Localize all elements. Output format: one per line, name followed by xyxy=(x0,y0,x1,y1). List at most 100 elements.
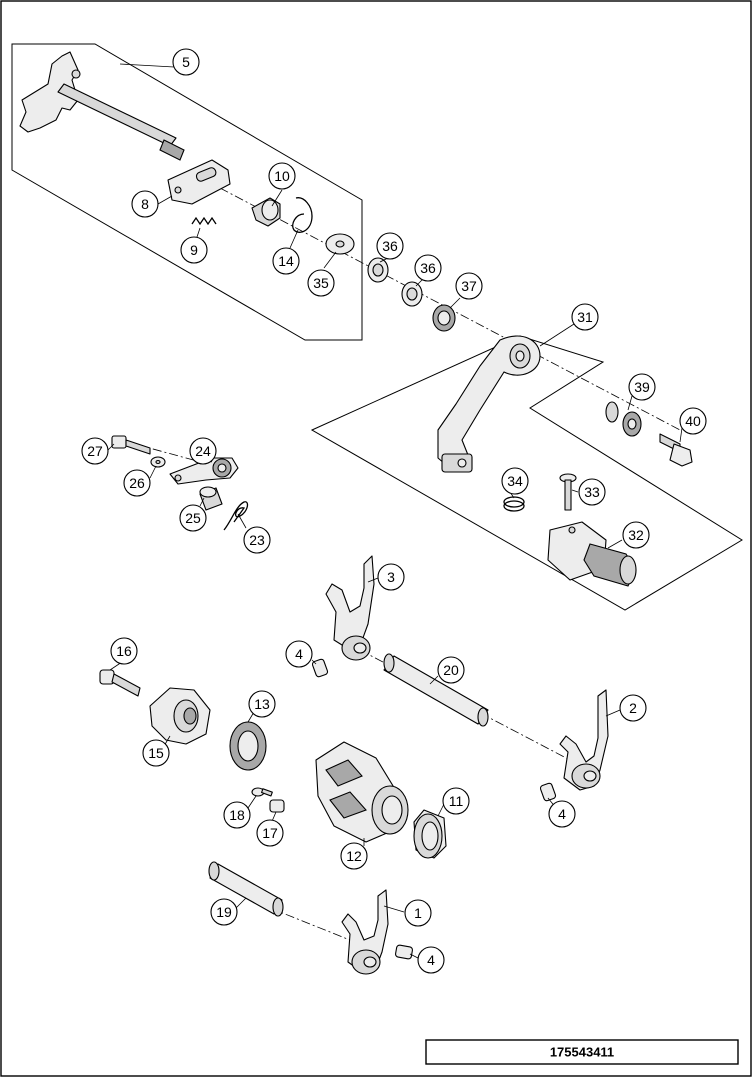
spring-clip-icon xyxy=(292,197,313,233)
callout: 26 xyxy=(123,469,151,497)
svg-text:5: 5 xyxy=(182,54,190,70)
svg-text:19: 19 xyxy=(216,904,232,920)
toothed-washer-icon xyxy=(605,401,642,437)
needle-bearing-icon xyxy=(367,257,389,283)
svg-text:40: 40 xyxy=(685,413,701,429)
svg-text:39: 39 xyxy=(634,379,650,395)
svg-text:8: 8 xyxy=(141,196,149,212)
svg-text:4: 4 xyxy=(295,646,303,662)
svg-text:20: 20 xyxy=(443,662,459,678)
callout: 4 xyxy=(285,640,313,668)
callout: 2 xyxy=(619,694,647,722)
shift-drum-icon xyxy=(315,741,409,843)
svg-text:2: 2 xyxy=(629,700,637,716)
callout: 25 xyxy=(179,504,207,532)
callout: 17 xyxy=(256,819,284,847)
bolt-icon xyxy=(111,435,151,455)
shift-pedal-icon xyxy=(547,521,637,587)
svg-text:36: 36 xyxy=(420,260,436,276)
svg-text:31: 31 xyxy=(577,309,593,325)
callout: 14 xyxy=(272,247,300,275)
group-box-shift-lever xyxy=(310,335,743,611)
svg-text:11: 11 xyxy=(449,793,464,809)
svg-text:1: 1 xyxy=(414,905,422,921)
svg-text:10: 10 xyxy=(274,168,290,184)
svg-text:18: 18 xyxy=(229,807,245,823)
callout: 16 xyxy=(110,637,138,665)
svg-text:9: 9 xyxy=(190,242,198,258)
pin-icon xyxy=(539,782,557,802)
svg-text:26: 26 xyxy=(129,475,145,491)
callout: 31 xyxy=(571,303,599,331)
svg-text:24: 24 xyxy=(195,443,211,459)
svg-text:33: 33 xyxy=(584,484,600,500)
callout: 36 xyxy=(414,254,442,282)
pin-icon xyxy=(311,658,329,678)
svg-text:16: 16 xyxy=(116,643,132,659)
fork-rod-icon xyxy=(208,861,284,917)
washer-icon xyxy=(325,233,355,255)
svg-text:15: 15 xyxy=(148,745,164,761)
callout: 12 xyxy=(340,842,368,870)
callout: 3 xyxy=(377,563,405,591)
pin-icon xyxy=(395,944,413,960)
svg-text:4: 4 xyxy=(558,806,566,822)
callout: 32 xyxy=(622,521,650,549)
bushing-icon xyxy=(199,486,223,511)
shift-shaft-icon xyxy=(19,51,185,161)
callout: 18 xyxy=(223,801,251,829)
pin-icon xyxy=(559,473,577,511)
svg-text:17: 17 xyxy=(262,825,278,841)
bolt-icon xyxy=(659,433,693,467)
svg-text:32: 32 xyxy=(628,527,644,543)
seal-ring-icon xyxy=(229,721,267,771)
group-box-shift-shaft xyxy=(11,43,363,341)
document-number-box xyxy=(425,1039,739,1065)
callout: 11 xyxy=(442,787,470,815)
bolt-icon xyxy=(99,669,141,697)
pin-icon xyxy=(251,787,273,797)
shift-fork-icon xyxy=(341,889,389,975)
axis-line-fork-1 xyxy=(269,907,351,941)
callout: 10 xyxy=(268,162,296,190)
callout: 13 xyxy=(248,690,276,718)
svg-text:3: 3 xyxy=(387,569,395,585)
fork-rod-icon xyxy=(383,653,489,727)
shift-fork-icon xyxy=(559,689,609,791)
svg-text:34: 34 xyxy=(507,473,523,489)
callout: 34 xyxy=(501,467,529,495)
svg-text:25: 25 xyxy=(185,510,201,526)
callout: 33 xyxy=(578,478,606,506)
bearing-ring-icon xyxy=(413,809,447,859)
svg-text:14: 14 xyxy=(278,253,294,269)
svg-text:23: 23 xyxy=(249,532,265,548)
callout: 27 xyxy=(81,437,109,465)
svg-text:35: 35 xyxy=(313,275,329,291)
callout: 15 xyxy=(142,739,170,767)
svg-text:37: 37 xyxy=(461,278,477,294)
callout: 9 xyxy=(180,236,208,264)
document-number: 175543411 xyxy=(550,1045,614,1060)
callout: 19 xyxy=(210,898,238,926)
spring-icon xyxy=(223,501,249,531)
callout: 4 xyxy=(417,946,445,974)
shift-drum-locating-icon xyxy=(149,687,211,745)
svg-text:4: 4 xyxy=(427,952,435,968)
callout: 24 xyxy=(189,437,217,465)
svg-text:13: 13 xyxy=(254,696,270,712)
callout: 37 xyxy=(455,272,483,300)
callout: 5 xyxy=(172,48,200,76)
callout: 4 xyxy=(548,800,576,828)
washer-icon xyxy=(150,456,166,468)
seal-ring-icon xyxy=(432,304,456,332)
screw-icon xyxy=(269,799,285,813)
spring-icon xyxy=(191,216,217,226)
shift-lever-icon xyxy=(437,335,541,473)
callout: 35 xyxy=(307,269,335,297)
circlip-icon xyxy=(503,496,525,512)
callout: 1 xyxy=(404,899,432,927)
callout: 36 xyxy=(376,232,404,260)
callout: 20 xyxy=(437,656,465,684)
